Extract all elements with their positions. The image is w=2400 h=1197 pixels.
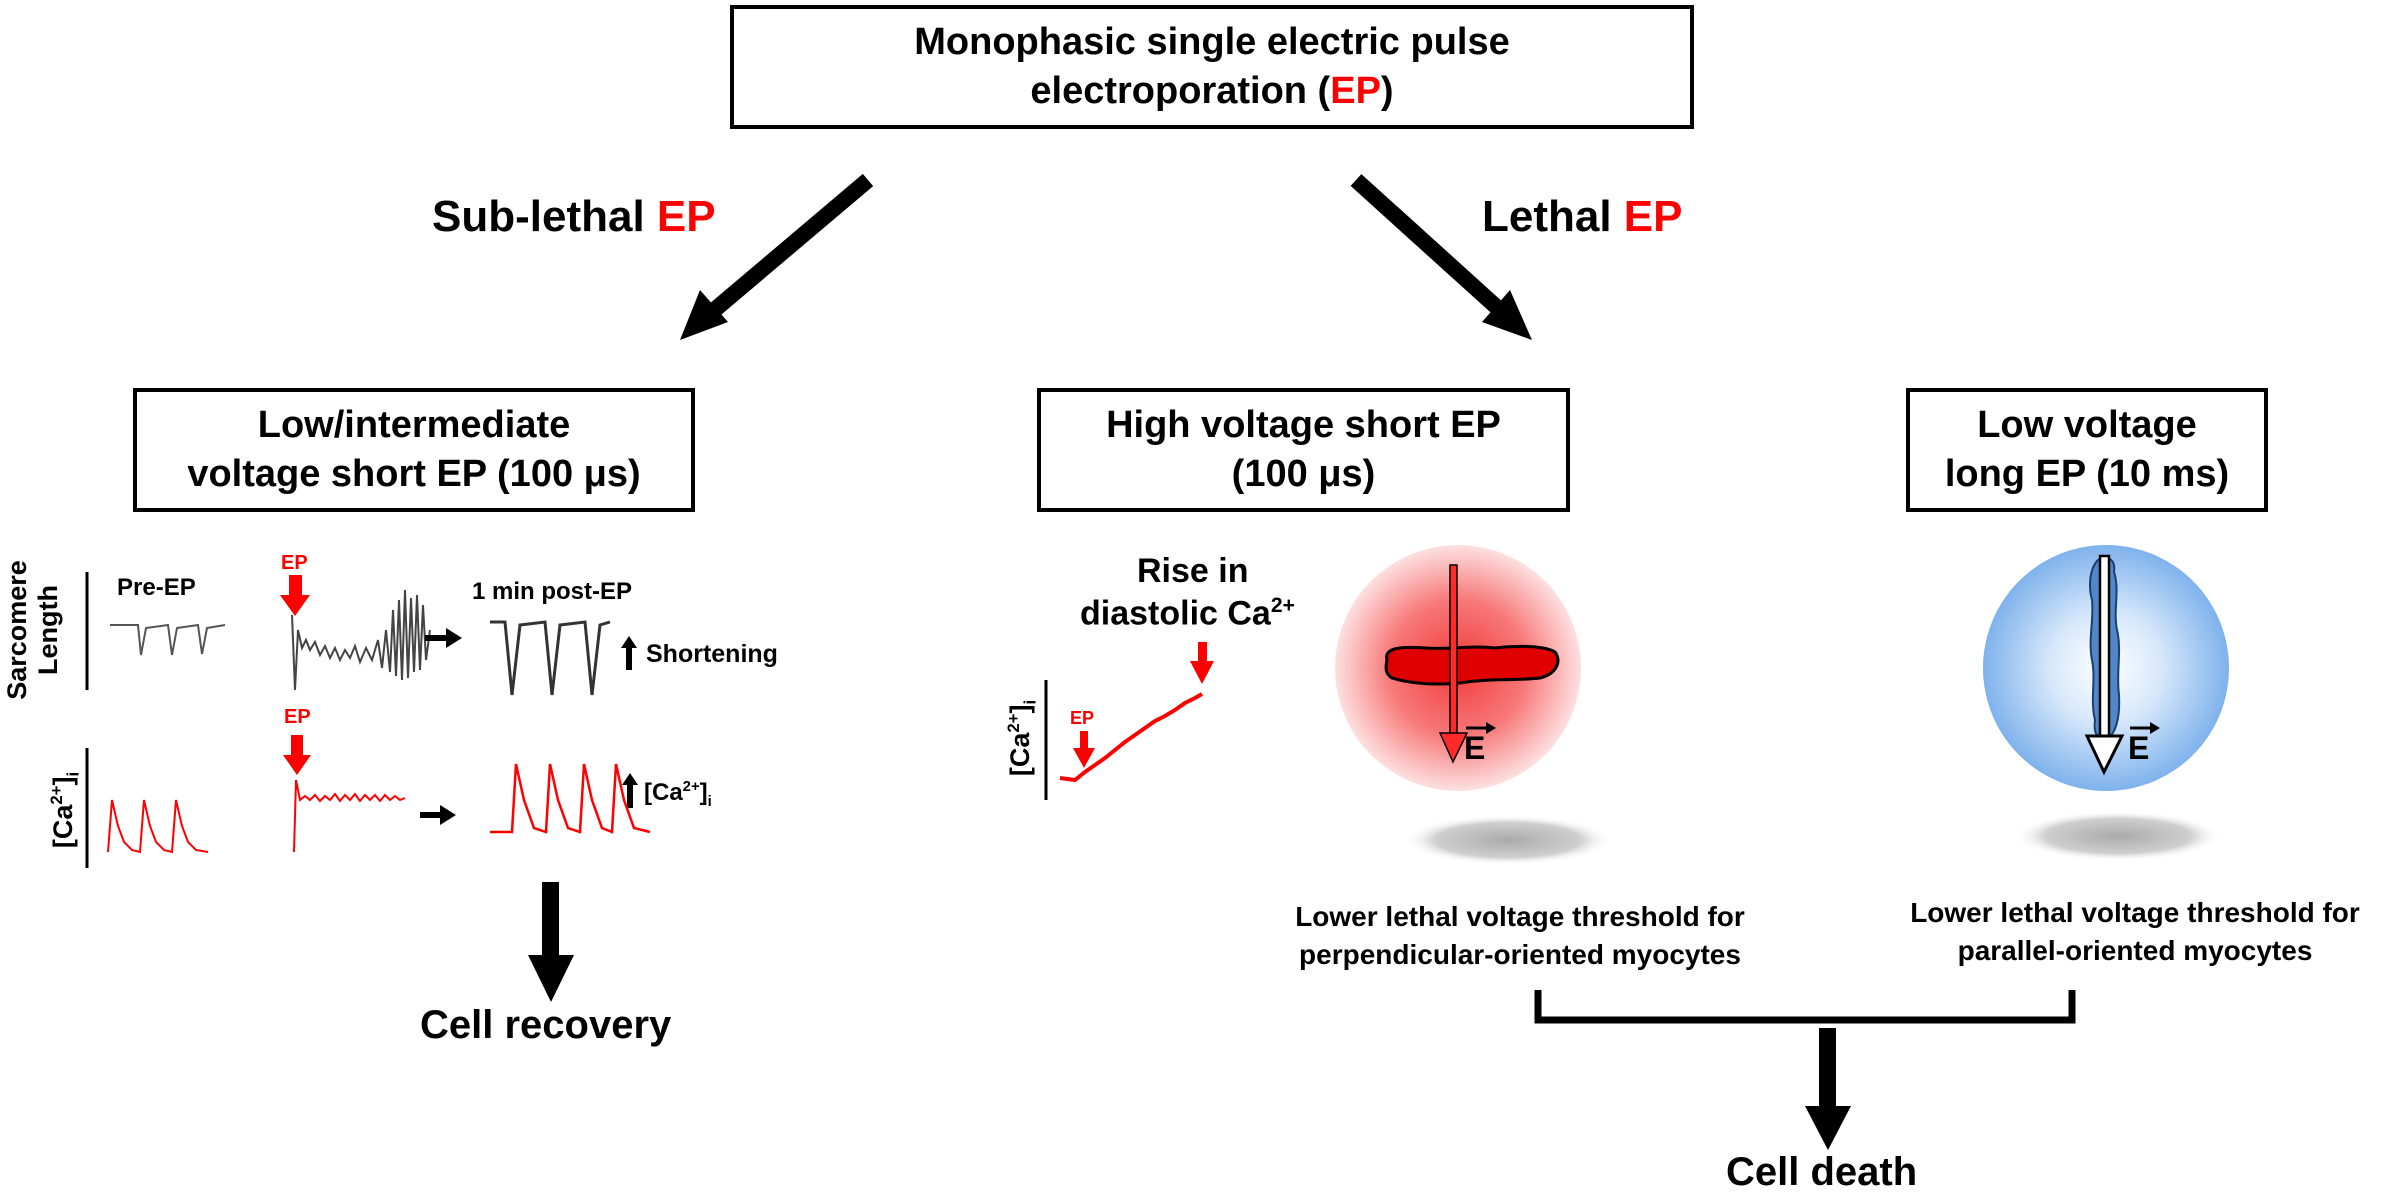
cell-death-label: Cell death [1726, 1150, 1918, 1194]
threshold-parallel: Lower lethal voltage threshold for paral… [1872, 894, 2398, 970]
diastolic-ylabel-text: [Ca [1005, 732, 1035, 777]
ep-marker-length: EP [281, 552, 308, 574]
shortening-label: Shortening [646, 640, 778, 668]
red-sphere-shadow [1404, 815, 1612, 865]
high-voltage-box: High voltage short EP (100 μs) [1037, 388, 1570, 512]
low-intermediate-line1: Low/intermediate [257, 403, 571, 446]
top-box-line2: electroporation (EP) [1030, 67, 1393, 116]
low-intermediate-box: Low/intermediate voltage short EP (100 μ… [133, 388, 695, 512]
pre-ep-length-trace [110, 623, 226, 656]
top-box: Monophasic single electric pulse electro… [730, 5, 1694, 129]
ep-marker-ca: EP [284, 706, 311, 728]
ep-length-trace [291, 589, 431, 691]
perpendicular-myocyte [1384, 644, 1560, 686]
diastolic-ca-trace [1059, 692, 1203, 783]
arrow-to-lethal [1350, 174, 1532, 340]
length-label: Length [33, 585, 64, 675]
post-ep-ca-trace [490, 763, 651, 834]
threshold-perpendicular-line1: Lower lethal voltage threshold for [1295, 901, 1745, 932]
diastolic-ca-label: diastolic Ca2+ [1080, 594, 1295, 633]
low-voltage-line2: long EP (10 ms) [1944, 453, 2230, 495]
up-arrow-shortening [621, 636, 637, 670]
sublethal-text: Sub-lethal [432, 192, 657, 241]
low-voltage-line1: Low voltage [1977, 403, 2197, 446]
field-arrow-blue [2084, 554, 2125, 776]
sublethal-ep: EP [656, 192, 716, 241]
ca-up-text: [Ca [644, 779, 683, 806]
low-voltage-box: Low voltage long EP (10 ms) [1906, 388, 2268, 512]
top-box-line1: Monophasic single electric pulse [914, 20, 1510, 63]
field-label-blue: E [2128, 730, 2150, 766]
top-box-line2-pre: electroporation ( [1030, 70, 1331, 112]
arrow-to-death [1805, 1028, 1851, 1150]
bracket [1534, 990, 2076, 1024]
sublethal-label: Sub-lethal EP [432, 192, 716, 242]
top-box-ep: EP [1330, 70, 1381, 112]
ep-arrow-ca [283, 735, 311, 775]
threshold-perpendicular: Lower lethal voltage threshold for perpe… [1210, 898, 1830, 974]
diastolic-ca-sup: 2+ [1270, 594, 1295, 617]
ep-ca-trace [293, 779, 406, 853]
up-arrow-ca [622, 773, 638, 808]
threshold-perpendicular-line2: perpendicular-oriented myocytes [1299, 938, 1741, 970]
ca-up-sub: i [707, 793, 712, 810]
right-arrow-ca [420, 805, 456, 825]
lethal-label: Lethal EP [1482, 192, 1683, 242]
ep-arrow-diastolic [1073, 731, 1095, 768]
ep-marker-diastolic: EP [1070, 708, 1095, 728]
rise-in-label: Rise in [1137, 552, 1249, 590]
sarcomere-label: Sarcomere [2, 560, 32, 700]
ca-up-end: ] [699, 779, 708, 806]
ca-increase-label: [Ca2+]i [644, 779, 712, 810]
low-intermediate-line2: voltage short EP (100 μs) [187, 453, 641, 495]
vector-arrow-red [1466, 722, 1496, 734]
diastolic-ylabel-end: ] [1005, 704, 1035, 714]
diastolic-ylabel-sub: i [1020, 699, 1040, 705]
rise-arrow [1190, 642, 1214, 684]
lethal-text: Lethal [1482, 192, 1624, 241]
arrow-to-recovery [528, 882, 574, 1002]
blue-sphere-shadow [2014, 811, 2222, 861]
threshold-parallel-line2: parallel-oriented myocytes [1957, 934, 2313, 966]
ca-label-sub: i [63, 771, 83, 777]
ep-arrow-length [280, 575, 310, 616]
sarcomere-length-label: Sarcomere Length [2, 560, 64, 700]
lethal-ep: EP [1623, 192, 1683, 241]
high-voltage-line2: (100 μs) [1231, 453, 1376, 495]
pre-ep-ca-trace [107, 799, 209, 854]
vector-arrow-blue [2130, 722, 2160, 734]
post-ep-label: 1 min post-EP [472, 578, 633, 605]
cell-recovery-label: Cell recovery [420, 1003, 672, 1047]
pre-ep-label: Pre-EP [117, 574, 196, 601]
field-arrow-red [1438, 564, 1469, 764]
post-ep-length-trace [490, 620, 611, 696]
ca-up-sup: 2+ [682, 779, 700, 795]
ca-label-text: [Ca [48, 804, 78, 849]
high-voltage-line1: High voltage short EP [1106, 403, 1501, 446]
top-box-line2-post: ) [1380, 70, 1394, 112]
diastolic-ca-text: diastolic Ca [1080, 594, 1271, 633]
field-label-red: E [1464, 730, 1486, 766]
right-arrow-length [425, 628, 462, 648]
diastolic-ylabel-sup: 2+ [1004, 713, 1023, 733]
ca-label-diastolic: [Ca2+]i [1004, 683, 1044, 793]
arrow-to-sublethal [680, 173, 874, 340]
ca-label-sublethal: [Ca2+]i [47, 755, 87, 865]
ca-label-sup: 2+ [47, 785, 66, 805]
ca-label-end: ] [48, 776, 78, 786]
threshold-parallel-line1: Lower lethal voltage threshold for [1910, 897, 2360, 928]
